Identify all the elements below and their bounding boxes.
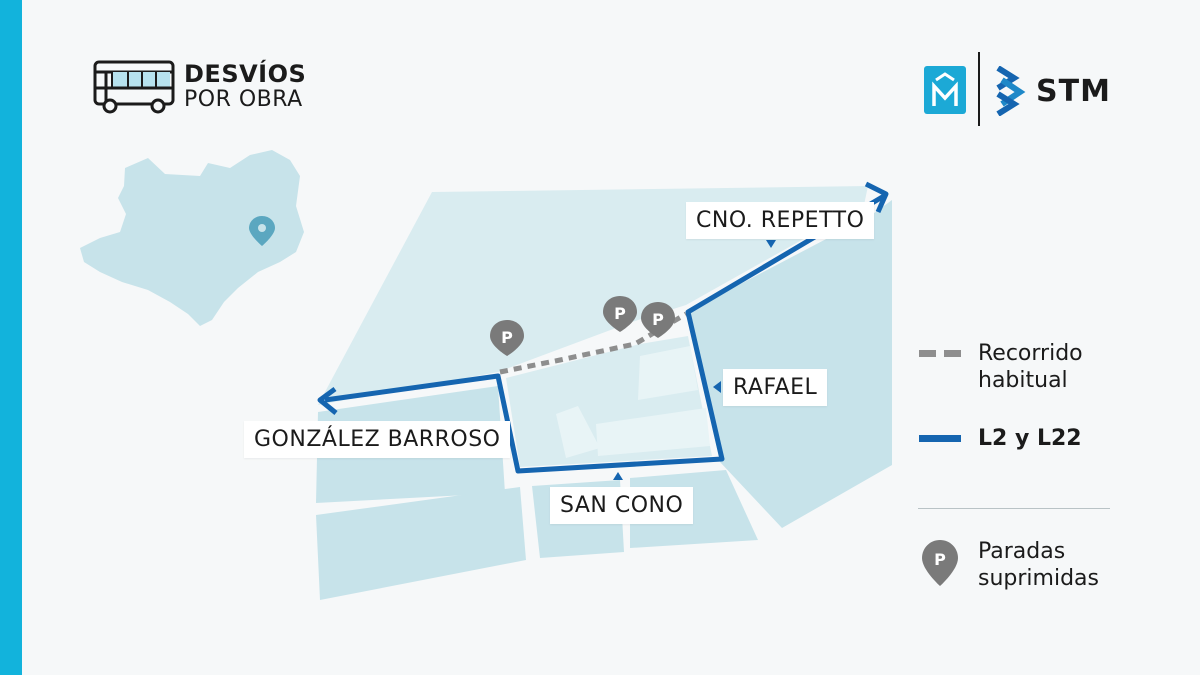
stm-logo-text: STM <box>1036 74 1111 109</box>
legend-route-swatch <box>919 435 961 442</box>
location-pin-icon <box>249 216 275 246</box>
block-south-west <box>316 487 526 600</box>
block-east <box>687 200 892 528</box>
pointer-sancono-icon <box>613 472 623 480</box>
suppressed-stop-1: P <box>490 320 524 356</box>
detour-route <box>324 193 886 474</box>
montevideo-m-logo <box>924 66 966 114</box>
legend-paradas: Paradas suprimidas <box>978 538 1099 592</box>
arrow-west-icon <box>317 386 338 415</box>
block-inner-2 <box>556 406 600 458</box>
block-inner-3 <box>596 408 710 456</box>
stm-logo: STM <box>924 52 1124 132</box>
stop-marker-letter: P <box>501 328 513 347</box>
logo-divider <box>978 52 980 126</box>
legend-habitual-swatch <box>919 350 961 357</box>
street-label-gonzalez: GONZÁLEZ BARROSO <box>244 421 511 458</box>
suppressed-stop-2: P <box>603 296 637 332</box>
legend-habitual: Recorrido habitual <box>978 340 1083 394</box>
header: DESVÍOS POR OBRA <box>92 58 306 114</box>
page-title: DESVÍOS <box>184 59 307 88</box>
block-north <box>318 186 868 405</box>
stop-marker-letter: P <box>652 310 664 329</box>
arrow-northeast-icon <box>864 181 889 214</box>
accent-bar <box>0 0 22 675</box>
legend-lines: L2 y L22 <box>978 426 1082 451</box>
street-label-repetto: CNO. REPETTO <box>686 202 875 239</box>
habitual-route <box>499 311 688 375</box>
legend-paradas-line1: Paradas <box>978 539 1066 564</box>
stop-marker-letter: P <box>614 304 626 323</box>
page-subtitle: POR OBRA <box>184 86 303 112</box>
legend-paradas-line2: suprimidas <box>978 566 1099 591</box>
montevideo-outline <box>80 150 304 326</box>
legend-habitual-line2: habitual <box>978 368 1068 393</box>
legend-stop-icon: P <box>922 540 958 586</box>
bus-icon <box>93 60 175 114</box>
pointer-rafael-icon <box>713 381 721 393</box>
block-inner-1 <box>638 346 698 400</box>
legend-habitual-line1: Recorrido <box>978 341 1083 366</box>
legend-divider <box>918 508 1110 509</box>
stm-arrows-logo <box>996 66 1026 116</box>
suppressed-stop-3: P <box>641 302 675 338</box>
street-label-rafael: RAFAEL <box>723 369 828 406</box>
pointer-repetto-icon <box>766 240 776 248</box>
legend-stop-letter: P <box>934 550 946 569</box>
street-label-san-cono: SAN CONO <box>550 487 694 524</box>
